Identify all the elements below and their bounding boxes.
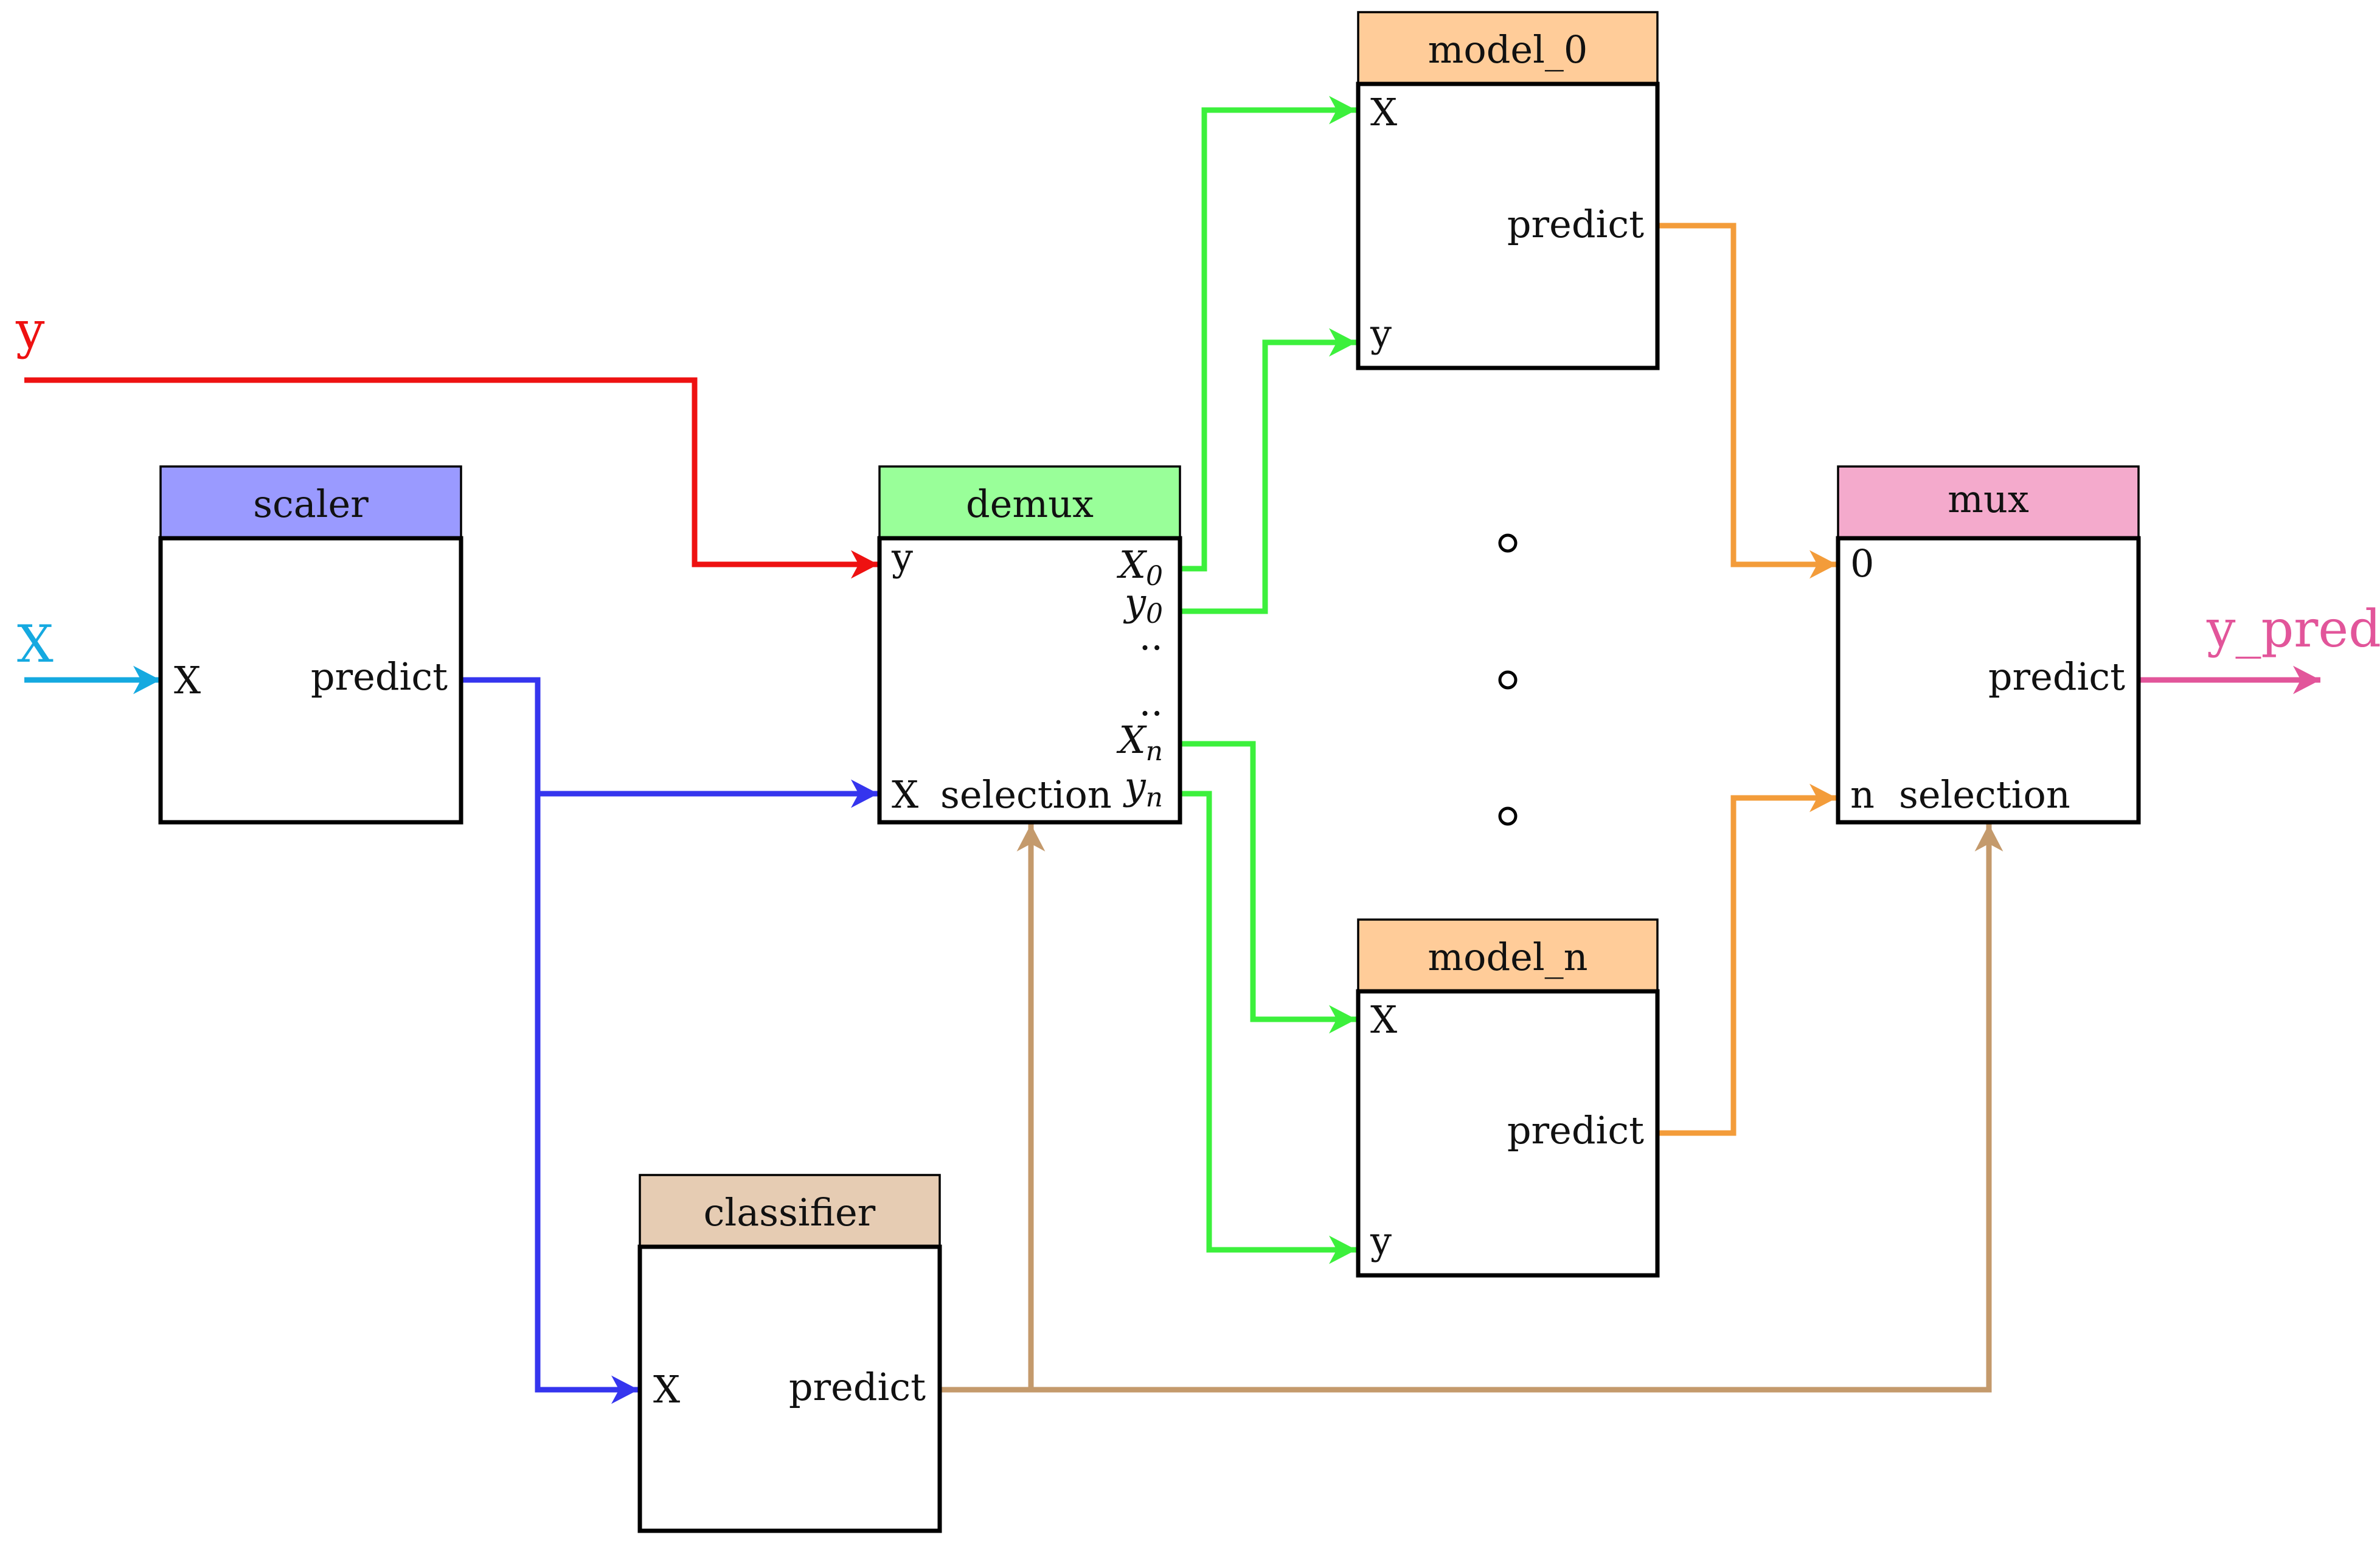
classifier-block[interactable]: classifier X predict <box>637 1174 942 1533</box>
scaler-block[interactable]: scaler X predict <box>158 465 463 825</box>
demux-title: demux <box>966 482 1094 526</box>
classifier-port-predict: predict <box>789 1365 926 1409</box>
classifier-port-x: X <box>653 1367 680 1412</box>
wire-modeln-to-mux <box>1657 783 1837 1136</box>
demux-out-xn: Xn <box>1117 718 1163 767</box>
model-n-port-x: X <box>1370 997 1397 1042</box>
demux-port-x: X <box>892 772 918 817</box>
demux-port-y: y <box>891 535 913 580</box>
model-0-header <box>1357 11 1659 85</box>
demux-block[interactable]: demux y X selection X0 y0 .. .. Xn yn <box>877 465 1182 825</box>
demux-body <box>877 536 1182 825</box>
mux-port-0: 0 <box>1850 541 1874 586</box>
wire-y-to-demux <box>24 377 878 579</box>
wire-demux-x0-to-model0 <box>1180 95 1356 572</box>
ellipsis-dot <box>1498 806 1518 826</box>
model-0-body <box>1356 81 1660 370</box>
wire-model0-to-mux <box>1657 223 1837 579</box>
mux-header <box>1837 465 2140 539</box>
scaler-port-x: X <box>174 658 201 702</box>
wire-demux-yn-to-modeln <box>1180 791 1356 1264</box>
model-0-port-y: y <box>1370 311 1392 356</box>
demux-out-y0: y0 <box>1123 580 1163 629</box>
mux-port-selection: selection <box>1899 772 2070 817</box>
wires <box>24 95 2320 1404</box>
demux-out-x0: X0 <box>1117 542 1163 592</box>
models-ellipsis <box>1498 533 1518 826</box>
model-0-port-predict: predict <box>1507 202 1644 246</box>
model-n-body <box>1356 989 1660 1278</box>
demux-ellipsis-top: .. <box>1139 614 1163 659</box>
classifier-title: classifier <box>704 1190 876 1235</box>
model-n-block[interactable]: model_n X predict y <box>1356 918 1660 1278</box>
mux-body <box>1836 536 2141 825</box>
ellipsis-dot <box>1498 533 1518 553</box>
wire-classifier-to-mux <box>940 824 2004 1393</box>
model-0-title: model_0 <box>1428 27 1588 72</box>
input-y-label: y <box>15 300 45 360</box>
wire-demux-xn-to-modeln <box>1180 741 1356 1034</box>
mux-port-predict: predict <box>1988 654 2125 699</box>
mux-title: mux <box>1948 477 2029 521</box>
mux-block[interactable]: mux 0 predict n selection <box>1836 465 2141 825</box>
demux-header <box>878 465 1181 539</box>
scaler-header <box>159 465 462 539</box>
input-x-label: X <box>17 614 54 674</box>
demux-out-yn: yn <box>1123 764 1163 813</box>
model-n-port-predict: predict <box>1507 1108 1644 1153</box>
model-n-port-y: y <box>1370 1219 1392 1263</box>
output-ypred-label: y_pred <box>2206 599 2380 659</box>
mux-port-n: n <box>1850 772 1875 817</box>
classifier-body <box>637 1244 942 1533</box>
wire-demux-y0-to-model0 <box>1180 328 1356 614</box>
model-0-port-x: X <box>1370 90 1397 134</box>
demux-ellipsis-bottom: .. <box>1139 680 1163 724</box>
wire-scaler-to-demux <box>461 677 878 808</box>
demux-port-selection: selection <box>940 772 1112 817</box>
model-0-block[interactable]: model_0 X predict y <box>1356 11 1660 370</box>
scaler-body <box>158 536 463 825</box>
scaler-title: scaler <box>253 482 369 526</box>
wire-scaler-to-classifier <box>535 794 639 1404</box>
scaler-port-predict: predict <box>311 654 448 699</box>
ellipsis-dot <box>1498 670 1518 690</box>
model-n-title: model_n <box>1428 935 1587 979</box>
